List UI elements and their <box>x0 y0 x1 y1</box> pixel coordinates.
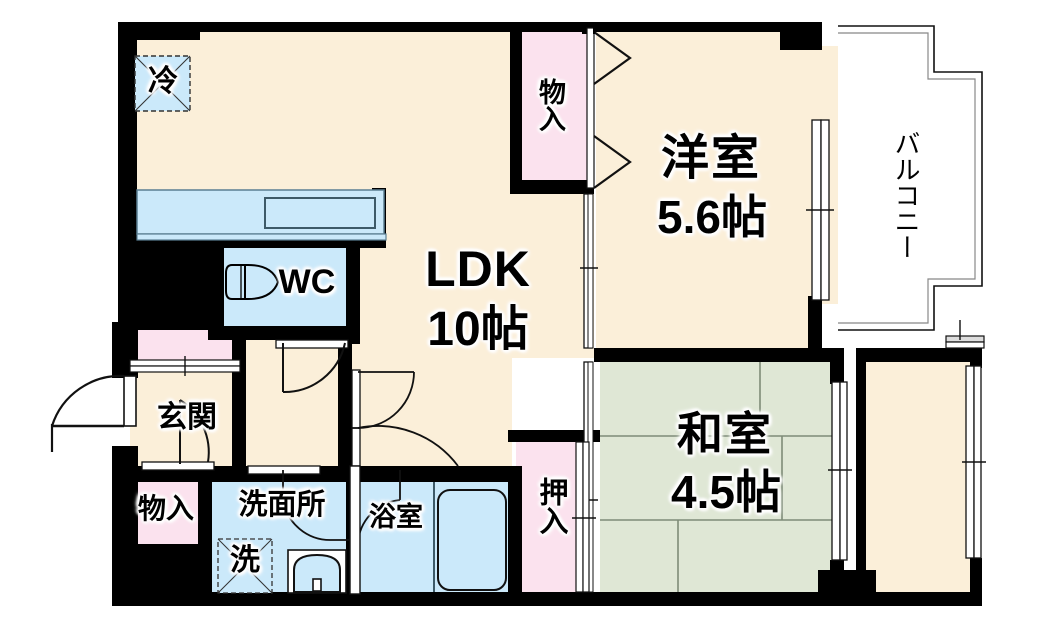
wall-hall-right <box>338 338 352 472</box>
wall-top-main <box>118 22 822 32</box>
wall-wc-bottom <box>222 326 360 340</box>
wall-right-room-left <box>856 348 866 606</box>
room-senmenjo-fill <box>212 482 350 604</box>
wall-right-room-right-bottom <box>970 558 982 606</box>
closet-entrance-fill <box>130 482 198 544</box>
room-washitsu-fill <box>600 362 844 605</box>
wall-washitsu-bottom <box>592 592 844 606</box>
balcony-threshold-fill <box>822 46 838 304</box>
wall-oshiire-bottom <box>508 592 600 606</box>
room-yokushitsu-fill <box>356 482 514 604</box>
room-genkan-fill <box>130 355 240 470</box>
hall-fill <box>246 340 346 470</box>
room-adjacent-right-fill <box>862 358 980 606</box>
wall-wc-left <box>208 244 224 340</box>
wall-washitsu-right-upper <box>830 360 844 384</box>
wall-ldk-right-post <box>582 180 594 194</box>
entrance-door-icon[interactable] <box>50 374 137 452</box>
wall-right-room-top <box>856 348 982 362</box>
wall-senmen-left <box>198 466 212 594</box>
wall-youshitsu-right <box>808 22 822 46</box>
wall-youshitsu-right-lower <box>808 296 822 356</box>
closet-bedroom-fill <box>518 30 590 186</box>
wall-between-bedrooms <box>594 348 844 362</box>
wall-oshiire-top <box>508 430 600 442</box>
hall-fill-2 <box>352 358 512 470</box>
wall-hall-left <box>232 338 246 472</box>
wall-wc-right <box>346 244 360 344</box>
wall-right-room-bottom <box>856 592 982 606</box>
room-wc-fill <box>222 248 350 326</box>
wall-ldk-right-upper <box>582 22 596 34</box>
wall-right-room-right-top <box>970 348 982 368</box>
wall-closet-bedroom-left <box>510 22 522 192</box>
wall-senmen-right <box>346 466 358 594</box>
closet-oshiire-fill <box>516 438 592 604</box>
room-youshitsu-fill <box>596 32 822 348</box>
wall-kitchen-right-post <box>372 188 386 248</box>
label-balcony: バルコニー <box>891 130 921 260</box>
wall-left-outer <box>118 22 137 375</box>
window-right-room-top <box>945 320 985 349</box>
wall-bath-right <box>508 466 522 606</box>
wall-closet-bedroom-bottom <box>510 180 592 194</box>
balcony-outline <box>838 25 983 331</box>
wall-wet-top <box>112 466 516 482</box>
wall-wet-bottom <box>112 592 592 606</box>
wall-wet-left-block <box>112 544 212 594</box>
wall-genkan-jamb-top <box>112 322 138 370</box>
